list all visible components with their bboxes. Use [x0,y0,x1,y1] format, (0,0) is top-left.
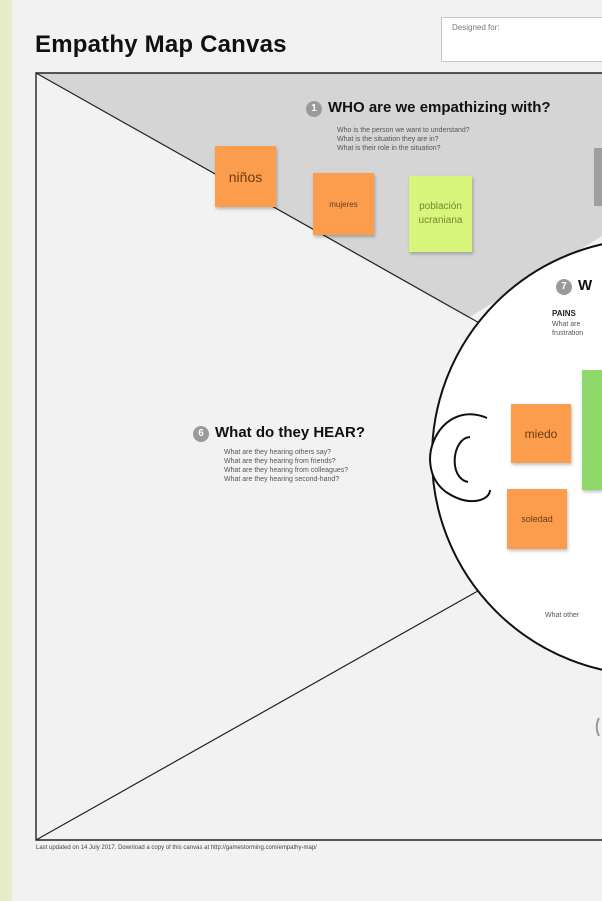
sticky-note-text: niños [228,168,263,185]
other-text: What other [545,612,580,619]
hear-question: What are they hearing from friends? [224,458,336,465]
sticky-note-text: miedo [524,426,558,441]
sticky-note-text: soledad [521,514,553,524]
hear-question: What are they hearing from colleagues? [224,467,349,474]
hear-question: What are they hearing second-hand? [224,476,340,483]
who-questions: Who is the person we want to understand?… [337,126,470,153]
sticky-note[interactable]: población ucraniana [409,176,472,252]
ear-outer [429,413,491,503]
who-heading: 1 WHO are we empathizing with? [306,99,551,117]
designed-for-label: Designed for: [452,23,500,32]
sticky-note[interactable]: mujeres [313,173,374,235]
canvas-frame [35,72,602,841]
pains-label: PAINS [552,309,576,318]
hear-question: What are they hearing others say? [224,449,332,456]
page-title: Empathy Map Canvas [35,31,287,58]
pains-number: 7 [556,279,572,295]
who-question: What is their role in the situation? [337,145,441,152]
who-question: Who is the person we want to understand? [337,127,470,134]
ear-inner [453,436,471,483]
sticky-note-partial[interactable] [582,370,602,490]
sticky-note[interactable]: miedo [511,404,571,463]
sticky-note-text: mujeres [329,199,358,209]
hear-questions: What are they hearing others say? What a… [224,448,348,484]
who-heading-text: WHO are we empathizing with? [328,99,551,116]
lower-diagonal [35,582,493,841]
designed-for-field[interactable]: Designed for: [441,17,602,62]
hear-number: 6 [193,426,209,442]
edge-mark [595,717,600,737]
hear-heading-text: What do they HEAR? [215,424,365,441]
pains-line: What are [552,321,581,328]
pains-heading-text: W [578,277,593,294]
footer-note: Last updated on 14 July 2017. Download a… [36,845,317,851]
who-number: 1 [306,101,322,117]
sticky-note[interactable]: soledad [507,489,567,549]
hear-heading: 6 What do they HEAR? [193,424,365,442]
sticky-note[interactable]: niños [215,146,276,207]
scroll-indicator [594,148,602,206]
who-question: What is the situation they are in? [337,136,439,143]
sticky-note-text: población ucraniana [418,201,463,226]
pains-line: frustration [552,330,584,337]
